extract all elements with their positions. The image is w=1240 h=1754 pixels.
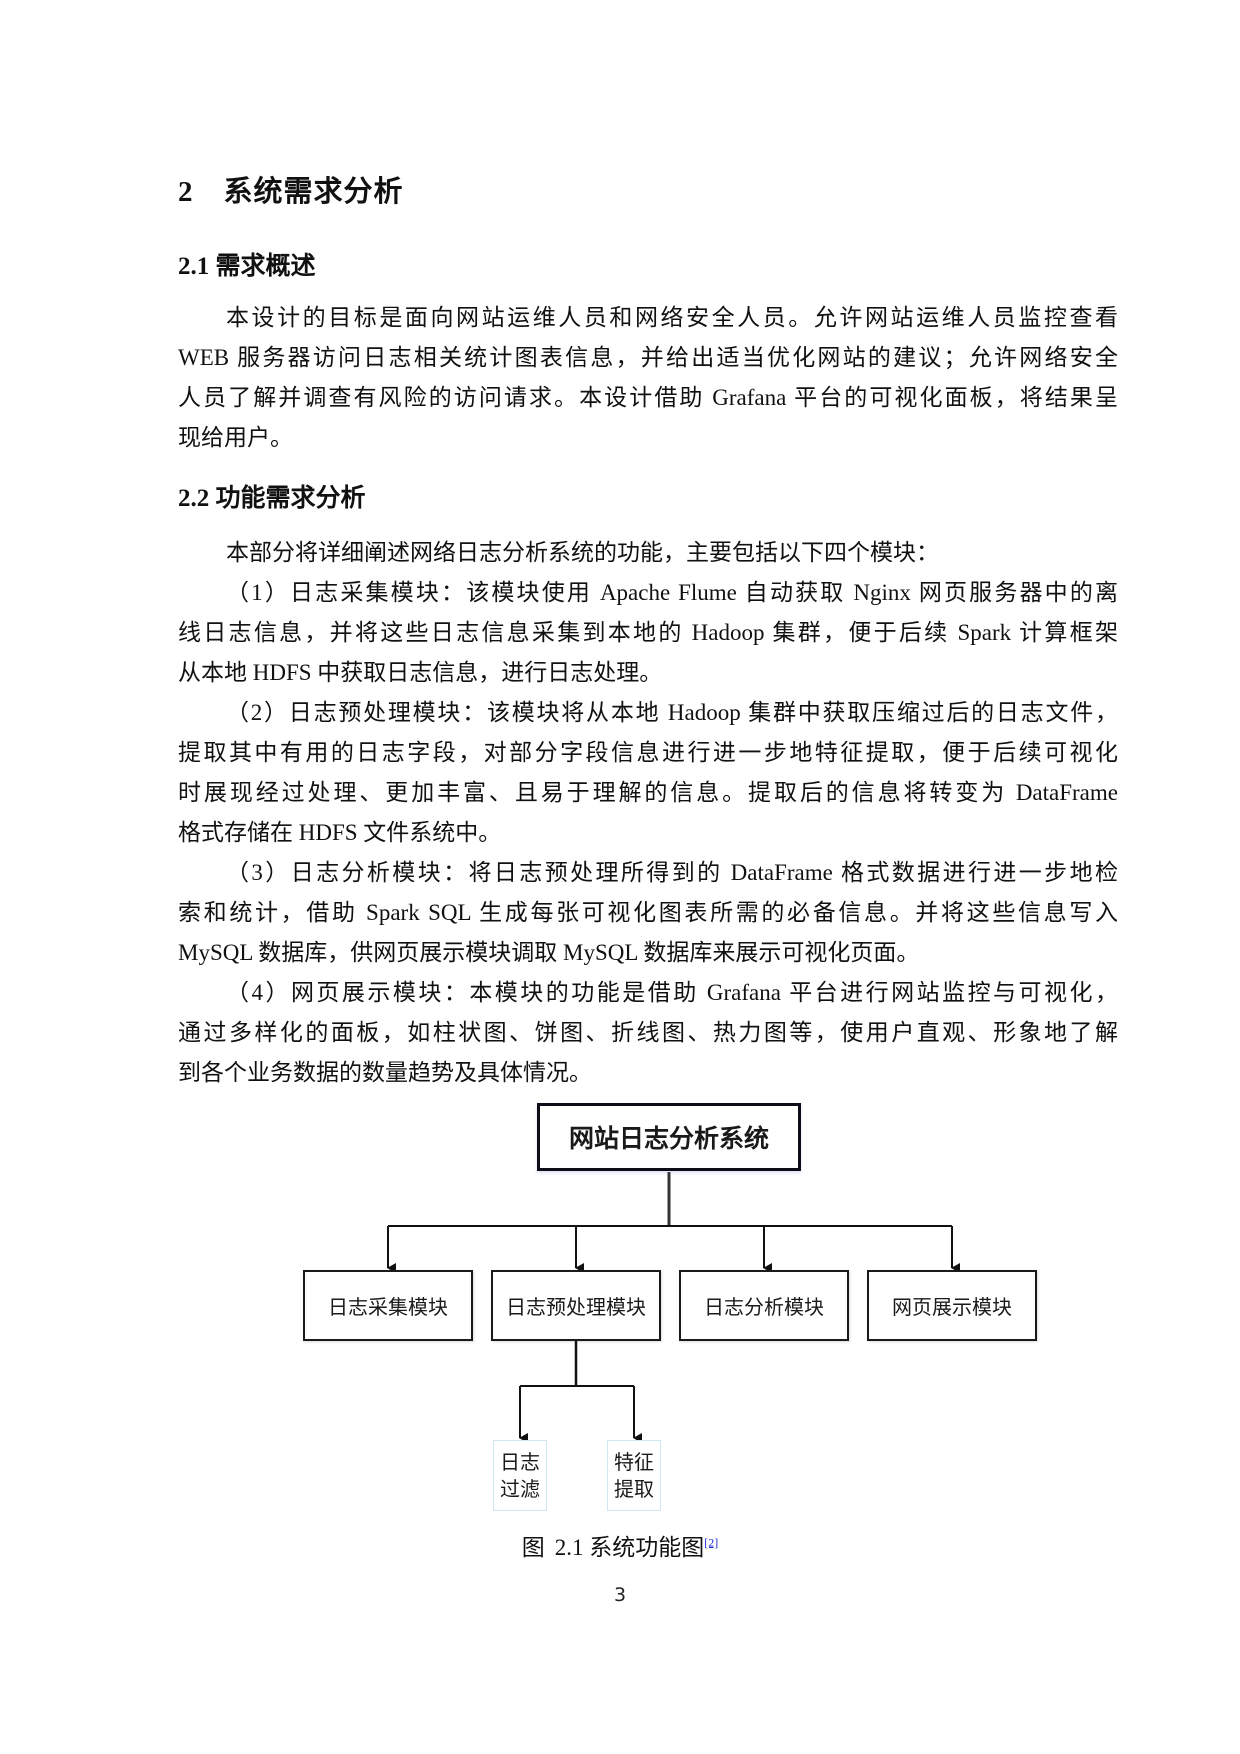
text-line: 通过多样化的面板，如柱状图、饼图、折线图、热力图等，使用户直观、形象地了解	[178, 1020, 1118, 1045]
text-line: （3）日志分析模块：将日志预处理所得到的 DataFrame 格式数据进行进一步…	[226, 860, 1118, 885]
text-line: 格式存储在 HDFS 文件系统中。	[178, 820, 502, 845]
sub-node-line: 提取	[614, 1476, 654, 1501]
diagram-node-log-filtering: 日志 过滤	[493, 1440, 547, 1511]
figure-label: 图	[521, 1535, 545, 1560]
section-title: 功能需求分析	[215, 485, 366, 512]
figure-caption: 图 2.1 系统功能图[2]	[0, 1528, 1240, 1562]
text-line: 本设计的目标是面向网站运维人员和网络安全人员。允许网站运维人员监控查看	[226, 305, 1118, 330]
paragraph-module-2: （2）日志预处理模块：该模块将从本地 Hadoop 集群中获取压缩过后的日志文件…	[178, 693, 1118, 853]
text-line: 现给用户。	[178, 425, 293, 450]
citation-link[interactable]: [2]	[704, 1535, 719, 1550]
diagram-node-log-preprocessing: 日志预处理模块	[491, 1270, 661, 1341]
text-line: 人员了解并调查有风险的访问请求。本设计借助 Grafana 平台的可视化面板，将…	[178, 385, 1118, 410]
section-heading-2-1: 2.1 需求概述	[178, 246, 316, 282]
diagram-node-web-display: 网页展示模块	[867, 1270, 1037, 1341]
diagram-node-feature-extraction: 特征 提取	[607, 1440, 661, 1511]
page-number: 3	[613, 1584, 627, 1606]
figure-title: 系统功能图	[589, 1535, 705, 1560]
sub-node-line: 过滤	[500, 1476, 540, 1501]
text-line: 时展现经过处理、更加丰富、且易于理解的信息。提取后的信息将转变为 DataFra…	[178, 780, 1118, 805]
section-heading-2-2: 2.2 功能需求分析	[178, 478, 366, 514]
section-number: 2.1	[178, 253, 210, 280]
paragraph-module-3: （3）日志分析模块：将日志预处理所得到的 DataFrame 格式数据进行进一步…	[178, 853, 1118, 973]
diagram-root-node: 网站日志分析系统	[537, 1103, 801, 1171]
section-number: 2.2	[178, 485, 210, 512]
text-line: （2）日志预处理模块：该模块将从本地 Hadoop 集群中获取压缩过后的日志文件…	[226, 700, 1118, 725]
section-title: 需求概述	[215, 253, 316, 280]
text-line: 提取其中有用的日志字段，对部分字段信息进行进一步地特征提取，便于后续可视化	[178, 740, 1118, 765]
chapter-number: 2	[178, 176, 194, 208]
sub-node-line: 特征	[614, 1449, 654, 1474]
text-line: WEB 服务器访问日志相关统计图表信息，并给出适当优化网站的建议；允许网络安全	[178, 345, 1118, 370]
paragraph-overview: 本设计的目标是面向网站运维人员和网络安全人员。允许网站运维人员监控查看 WEB …	[178, 298, 1118, 458]
diagram-node-log-analysis: 日志分析模块	[679, 1270, 849, 1341]
text-line: 从本地 HDFS 中获取日志信息，进行日志处理。	[178, 660, 663, 685]
paragraph-intro: 本部分将详细阐述网络日志分析系统的功能，主要包括以下四个模块：	[178, 533, 1118, 573]
chapter-title: 系统需求分析	[223, 176, 404, 208]
text-line: MySQL 数据库，供网页展示模块调取 MySQL 数据库来展示可视化页面。	[178, 940, 920, 965]
figure-number: 2.1	[554, 1535, 584, 1560]
paragraph-module-1: （1）日志采集模块：该模块使用 Apache Flume 自动获取 Nginx …	[178, 573, 1118, 693]
text-line: （4）网页展示模块：本模块的功能是借助 Grafana 平台进行网站监控与可视化…	[226, 980, 1118, 1005]
text-line: 本部分将详细阐述网络日志分析系统的功能，主要包括以下四个模块：	[226, 540, 939, 565]
chapter-heading: 2 系统需求分析	[178, 168, 404, 210]
text-line: 索和统计，借助 Spark SQL 生成每张可视化图表所需的必备信息。并将这些信…	[178, 900, 1118, 925]
diagram-node-log-collection: 日志采集模块	[303, 1270, 473, 1341]
text-line: （1）日志采集模块：该模块使用 Apache Flume 自动获取 Nginx …	[226, 580, 1118, 605]
text-line: 线日志信息，并将这些日志信息采集到本地的 Hadoop 集群，便于后续 Spar…	[178, 620, 1118, 645]
sub-node-line: 日志	[500, 1449, 540, 1474]
paragraph-module-4: （4）网页展示模块：本模块的功能是借助 Grafana 平台进行网站监控与可视化…	[178, 973, 1118, 1093]
text-line: 到各个业务数据的数量趋势及具体情况。	[178, 1060, 592, 1085]
